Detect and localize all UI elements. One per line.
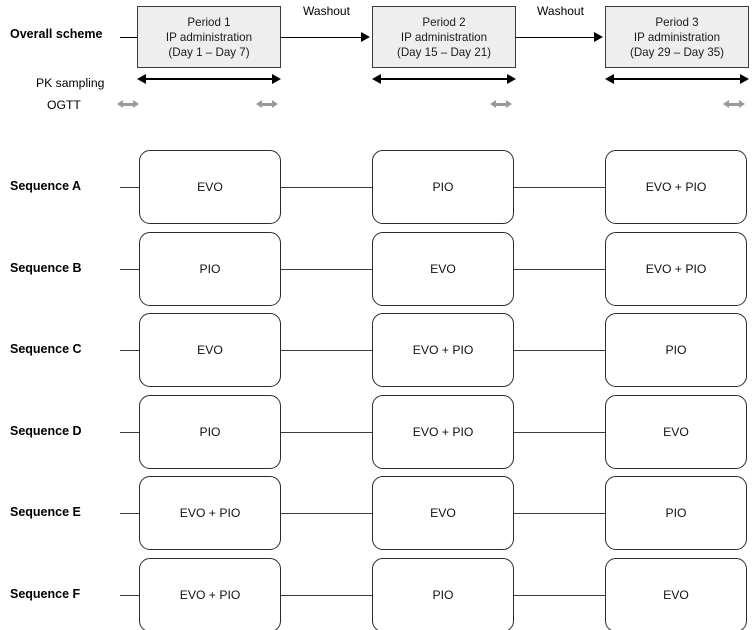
sequence-label-connector-sequence-f (120, 595, 139, 596)
treatment-box-sequence-c-period-3[interactable]: PIO (605, 313, 747, 388)
washout-arrow-shaft-1 (281, 37, 362, 38)
washout-arrowhead-2 (594, 32, 603, 42)
pk-sampling-arrow-period-3 (605, 74, 749, 84)
ogtt-arrowhead-left-4 (723, 100, 729, 108)
treatment-box-sequence-b-period-3[interactable]: EVO + PIO (605, 231, 747, 306)
pk-arrow-shaft-2 (380, 78, 508, 80)
ogtt-marker-3 (490, 100, 512, 109)
washout-label-1: Washout (303, 4, 350, 18)
treatment-box-sequence-a-period-2[interactable]: PIO (372, 150, 514, 224)
treatment-box-sequence-b-period-2[interactable]: EVO (372, 231, 514, 306)
sequence-label-connector-sequence-c (120, 350, 139, 352)
pk-arrowhead-left-1 (137, 74, 146, 84)
pk-arrowhead-left-3 (605, 74, 614, 84)
washout-label-2: Washout (537, 4, 584, 18)
ogtt-shaft-2 (261, 103, 273, 106)
washout-arrowhead-1 (361, 32, 370, 42)
treatment-box-sequence-c-period-1[interactable]: EVO (139, 313, 281, 388)
ogtt-arrowhead-right-1 (133, 100, 139, 108)
period-1-administration: IP administration (165, 30, 253, 44)
pk-arrowhead-right-2 (507, 74, 516, 84)
treatment-box-sequence-c-period-2[interactable]: EVO + PIO (372, 313, 514, 388)
period-box-2: Period 2 IP administration (Day 15 – Day… (372, 6, 516, 68)
ogtt-arrowhead-left-3 (490, 100, 496, 108)
pk-arrowhead-left-2 (372, 74, 381, 84)
pk-arrowhead-right-1 (272, 74, 281, 84)
sequence-label-connector-sequence-e (120, 513, 139, 515)
period-3-administration: IP administration (633, 30, 721, 44)
overall-scheme-label: Overall scheme (10, 27, 103, 41)
treatment-box-sequence-e-period-1[interactable]: EVO + PIO (139, 476, 281, 551)
period-1-days: (Day 1 – Day 7) (168, 45, 250, 59)
ogtt-shaft-3 (495, 103, 507, 106)
sequence-connector-sequence-e-2-to-3 (514, 513, 605, 515)
treatment-box-sequence-f-period-2[interactable]: PIO (372, 558, 514, 630)
pk-sampling-label: PK sampling (36, 76, 105, 90)
sequence-label-sequence-c: Sequence C (10, 342, 82, 357)
ogtt-shaft-1 (122, 103, 134, 106)
sequence-label-sequence-b: Sequence B (10, 260, 82, 275)
period-box-1: Period 1 IP administration (Day 1 – Day … (137, 6, 281, 68)
washout-arrow-shaft-2 (516, 37, 595, 38)
period-2-name: Period 2 (422, 15, 466, 29)
pk-arrow-shaft-1 (145, 78, 273, 80)
ogtt-arrowhead-right-4 (739, 100, 745, 108)
sequence-label-sequence-d: Sequence D (10, 423, 82, 438)
treatment-box-sequence-e-period-2[interactable]: EVO (372, 476, 514, 551)
period-3-name: Period 3 (655, 15, 699, 29)
treatment-box-sequence-e-period-3[interactable]: PIO (605, 476, 747, 551)
sequence-label-sequence-a: Sequence A (10, 179, 82, 193)
period-2-days: (Day 15 – Day 21) (396, 45, 492, 59)
treatment-box-sequence-d-period-1[interactable]: PIO (139, 394, 281, 469)
ogtt-marker-1 (117, 100, 139, 109)
ogtt-arrowhead-left-1 (117, 100, 123, 108)
ogtt-shaft-4 (728, 103, 740, 106)
sequence-label-connector-sequence-d (120, 431, 139, 433)
treatment-box-sequence-b-period-1[interactable]: PIO (139, 231, 281, 306)
period-2-administration: IP administration (400, 30, 488, 44)
ogtt-marker-2 (256, 100, 278, 109)
pk-sampling-arrow-period-2 (372, 74, 516, 84)
sequence-connector-sequence-d-2-to-3 (514, 431, 605, 433)
sequence-connector-sequence-f-1-to-2 (281, 595, 372, 596)
period-box-3: Period 3 IP administration (Day 29 – Day… (605, 6, 749, 68)
period-1-name: Period 1 (187, 15, 231, 29)
sequence-connector-sequence-f-2-to-3 (514, 595, 605, 596)
pk-arrow-shaft-3 (613, 78, 741, 80)
treatment-box-sequence-a-period-3[interactable]: EVO + PIO (605, 150, 747, 224)
sequence-connector-sequence-c-2-to-3 (514, 350, 605, 352)
sequence-connector-sequence-a-2-to-3 (514, 187, 605, 188)
ogtt-arrowhead-right-2 (272, 100, 278, 108)
sequence-connector-sequence-a-1-to-2 (281, 187, 372, 188)
sequence-label-sequence-f: Sequence F (10, 587, 81, 601)
treatment-box-sequence-f-period-3[interactable]: EVO (605, 558, 747, 630)
treatment-box-sequence-a-period-1[interactable]: EVO (139, 150, 281, 224)
ogtt-marker-4 (723, 100, 745, 109)
sequence-connector-sequence-b-1-to-2 (281, 268, 372, 270)
sequence-connector-sequence-e-1-to-2 (281, 513, 372, 515)
sequence-connector-sequence-b-2-to-3 (514, 268, 605, 270)
pk-sampling-arrow-period-1 (137, 74, 281, 84)
ogtt-arrowhead-left-2 (256, 100, 262, 108)
treatment-box-sequence-d-period-2[interactable]: EVO + PIO (372, 394, 514, 469)
treatment-box-sequence-d-period-3[interactable]: EVO (605, 394, 747, 469)
ogtt-label: OGTT (47, 98, 81, 112)
scheme-label-connector (120, 37, 138, 38)
sequence-label-sequence-e: Sequence E (10, 505, 81, 520)
sequence-connector-sequence-c-1-to-2 (281, 350, 372, 352)
sequence-label-connector-sequence-b (120, 268, 139, 270)
ogtt-arrowhead-right-3 (506, 100, 512, 108)
sequence-label-connector-sequence-a (120, 187, 139, 188)
treatment-box-sequence-f-period-1[interactable]: EVO + PIO (139, 558, 281, 630)
sequence-connector-sequence-d-1-to-2 (281, 431, 372, 433)
period-3-days: (Day 29 – Day 35) (629, 45, 725, 59)
pk-arrowhead-right-3 (740, 74, 749, 84)
